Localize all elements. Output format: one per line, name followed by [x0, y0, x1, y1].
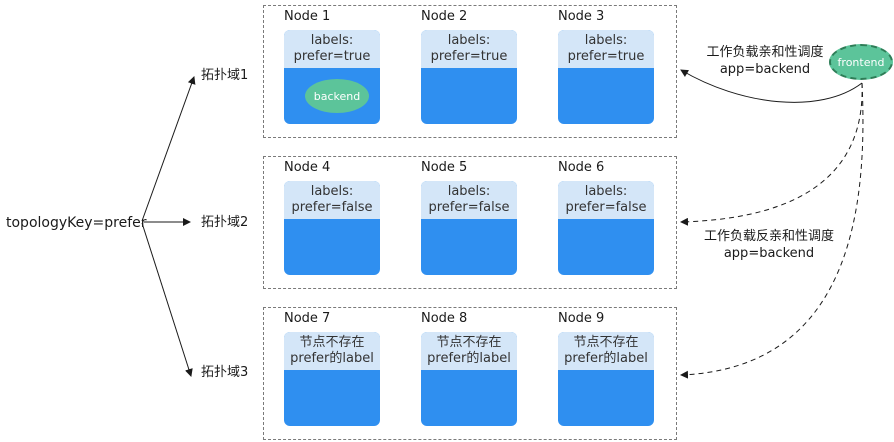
node-label-line: prefer=false — [291, 200, 373, 215]
node-title: Node 8 — [421, 311, 468, 326]
node-title: Node 9 — [558, 311, 605, 326]
node-label-box: labels: prefer=true — [558, 30, 654, 68]
node-label-line: labels: — [447, 184, 491, 199]
node-label-line: labels: — [447, 33, 491, 48]
node-title: Node 7 — [284, 311, 331, 326]
node-6: labels: prefer=false — [558, 181, 654, 275]
node-title: Node 5 — [421, 160, 468, 175]
arrow-to-domain-3 — [141, 222, 193, 377]
topology-domain-3 — [263, 307, 677, 440]
node-label-box: labels: prefer=false — [284, 181, 380, 219]
domain-label-2: 拓扑域2 — [201, 215, 249, 230]
node-label-line: labels: — [584, 33, 628, 48]
node-title: Node 2 — [421, 9, 468, 24]
node-label-box: 节点不存在 prefer的label — [421, 332, 517, 370]
anti-affinity-rule-label: 工作负载反亲和性调度 app=backend — [694, 228, 844, 262]
node-label-line: prefer的label — [290, 351, 374, 366]
anti-affinity-arrow-domain-2 — [680, 82, 863, 226]
node-label-line: 节点不存在 — [573, 335, 639, 350]
node-label-line: prefer的label — [427, 351, 511, 366]
node-9: 节点不存在 prefer的label — [558, 332, 654, 426]
node-title: Node 3 — [558, 9, 605, 24]
domain-label-3: 拓扑域3 — [201, 365, 249, 380]
frontend-pod: frontend — [829, 44, 893, 80]
node-title: Node 6 — [558, 160, 605, 175]
node-4: labels: prefer=false — [284, 181, 380, 275]
node-label-line: 节点不存在 — [436, 335, 502, 350]
node-2: labels: prefer=true — [421, 30, 517, 124]
node-label-line: labels: — [310, 33, 354, 48]
arrow-to-domain-1 — [141, 76, 196, 222]
node-label-line: prefer的label — [564, 351, 648, 366]
backend-pod: backend — [305, 79, 369, 113]
node-1: labels: prefer=true backend — [284, 30, 380, 124]
node-label-box: labels: prefer=false — [421, 181, 517, 219]
node-label-box: 节点不存在 prefer的label — [284, 332, 380, 370]
node-5: labels: prefer=false — [421, 181, 517, 275]
node-label-line: 节点不存在 — [299, 335, 365, 350]
node-label-line: prefer=false — [565, 200, 647, 215]
node-label-line: prefer=true — [567, 49, 645, 64]
anti-affinity-rule-line: 工作负载反亲和性调度 — [703, 229, 834, 244]
topology-domain-2 — [263, 156, 677, 289]
node-label-line: prefer=false — [428, 200, 510, 215]
affinity-rule-label: 工作负载亲和性调度 app=backend — [700, 44, 830, 78]
node-8: 节点不存在 prefer的label — [421, 332, 517, 426]
node-label-box: labels: prefer=true — [421, 30, 517, 68]
node-label-line: prefer=true — [430, 49, 508, 64]
anti-affinity-rule-selector: app=backend — [723, 246, 815, 261]
affinity-rule-selector: app=backend — [719, 62, 811, 77]
node-7: 节点不存在 prefer的label — [284, 332, 380, 426]
node-label-line: labels: — [584, 184, 628, 199]
node-title: Node 1 — [284, 9, 331, 24]
node-title: Node 4 — [284, 160, 331, 175]
topology-domain-1 — [263, 5, 677, 138]
node-3: labels: prefer=true — [558, 30, 654, 124]
node-label-box: labels: prefer=true — [284, 30, 380, 68]
domain-label-1: 拓扑域1 — [201, 68, 249, 83]
node-label-line: labels: — [310, 184, 354, 199]
node-label-line: prefer=true — [293, 49, 371, 64]
anti-affinity-arrow-domain-3 — [680, 82, 864, 379]
node-label-box: labels: prefer=false — [558, 181, 654, 219]
node-label-box: 节点不存在 prefer的label — [558, 332, 654, 370]
affinity-arrow — [680, 69, 863, 103]
affinity-rule-line: 工作负载亲和性调度 — [706, 45, 824, 60]
topology-key-label: topologyKey=prefer — [6, 215, 147, 231]
